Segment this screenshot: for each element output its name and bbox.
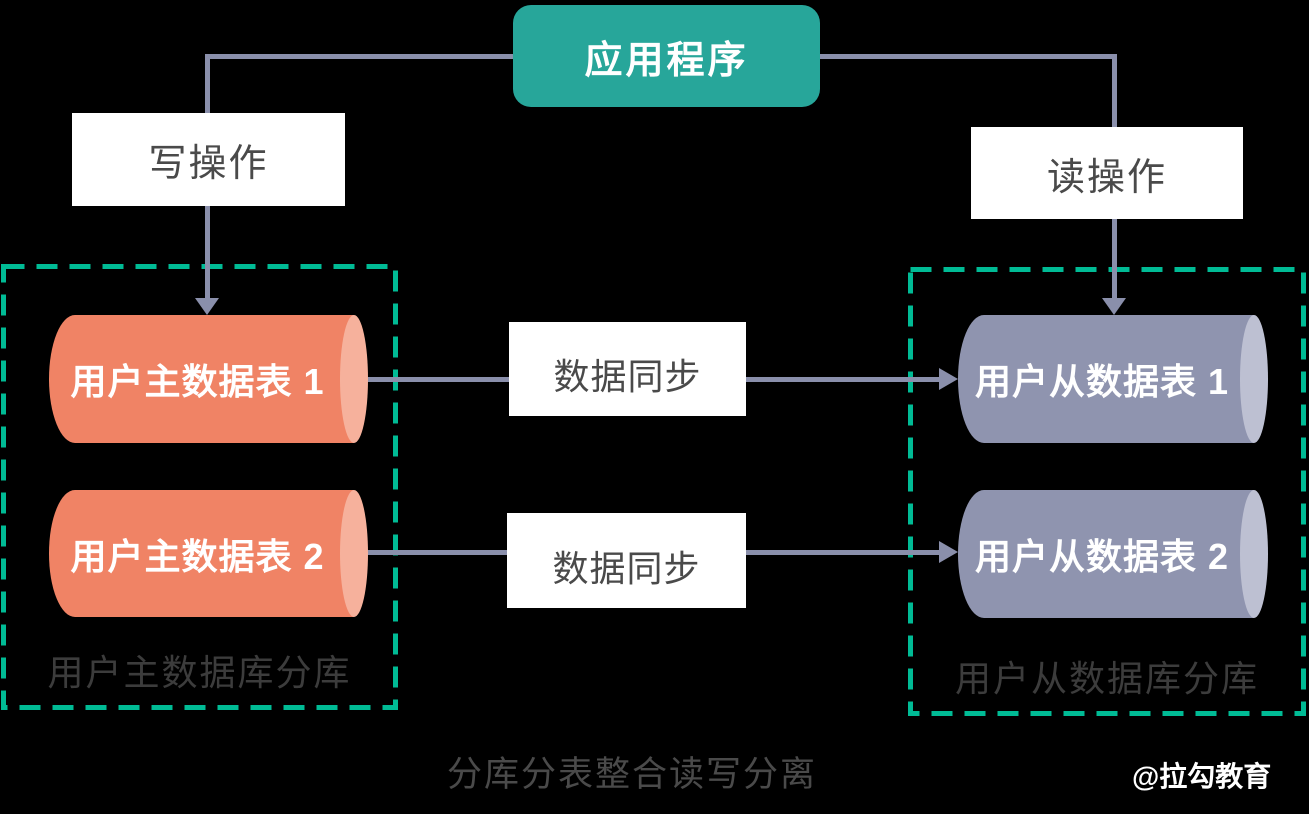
dashed-border (908, 267, 1306, 716)
cylinder-cap (340, 315, 368, 443)
cylinder-cap (1240, 315, 1268, 443)
cylinder-label: 用户从数据表 2 (974, 536, 1230, 577)
data-sync-box-2: 数据同步 (507, 513, 746, 608)
cylinder-label: 用户主数据表 2 (70, 535, 325, 577)
watermark-text: @拉勾教育 (1132, 761, 1272, 792)
connector-app-to-read-horizontal (818, 54, 1117, 59)
cylinder-body (958, 315, 1254, 443)
arrow-head-right-icon (939, 541, 958, 563)
dashed-border (1, 264, 398, 710)
master-database-group: 用户主数据库分库 (1, 264, 398, 710)
cylinder-cap (1240, 490, 1268, 618)
application-box: 应用程序 (513, 5, 820, 107)
write-operation-box: 写操作 (72, 113, 345, 206)
cylinder-cap (340, 490, 368, 617)
cylinder-master-table-2: 用户主数据表 2 (49, 490, 368, 617)
cylinder-slave-table-1: 用户从数据表 1 (958, 315, 1268, 443)
slave-group-label: 用户从数据库分库 (954, 658, 1259, 699)
data-sync-box-1: 数据同步 (509, 322, 746, 416)
cylinder-master-table-1: 用户主数据表 1 (49, 315, 368, 443)
cylinder-body (49, 490, 354, 617)
cylinder-label: 用户主数据表 1 (70, 361, 325, 402)
cylinder-body (958, 490, 1254, 618)
connector-app-to-write-horizontal (205, 54, 515, 59)
master-group-label: 用户主数据库分库 (47, 652, 352, 693)
arrow-head-right-icon (939, 368, 958, 390)
diagram-caption: 分库分表整合读写分离 (447, 755, 818, 794)
slave-database-group: 用户从数据库分库 (908, 267, 1306, 716)
arrow-head-down-icon (1102, 298, 1126, 315)
arrow-head-down-icon (195, 298, 219, 315)
cylinder-label: 用户从数据表 1 (974, 361, 1230, 402)
cylinder-slave-table-2: 用户从数据表 2 (958, 490, 1268, 618)
read-operation-box: 读操作 (971, 127, 1243, 219)
cylinder-body (49, 315, 354, 443)
